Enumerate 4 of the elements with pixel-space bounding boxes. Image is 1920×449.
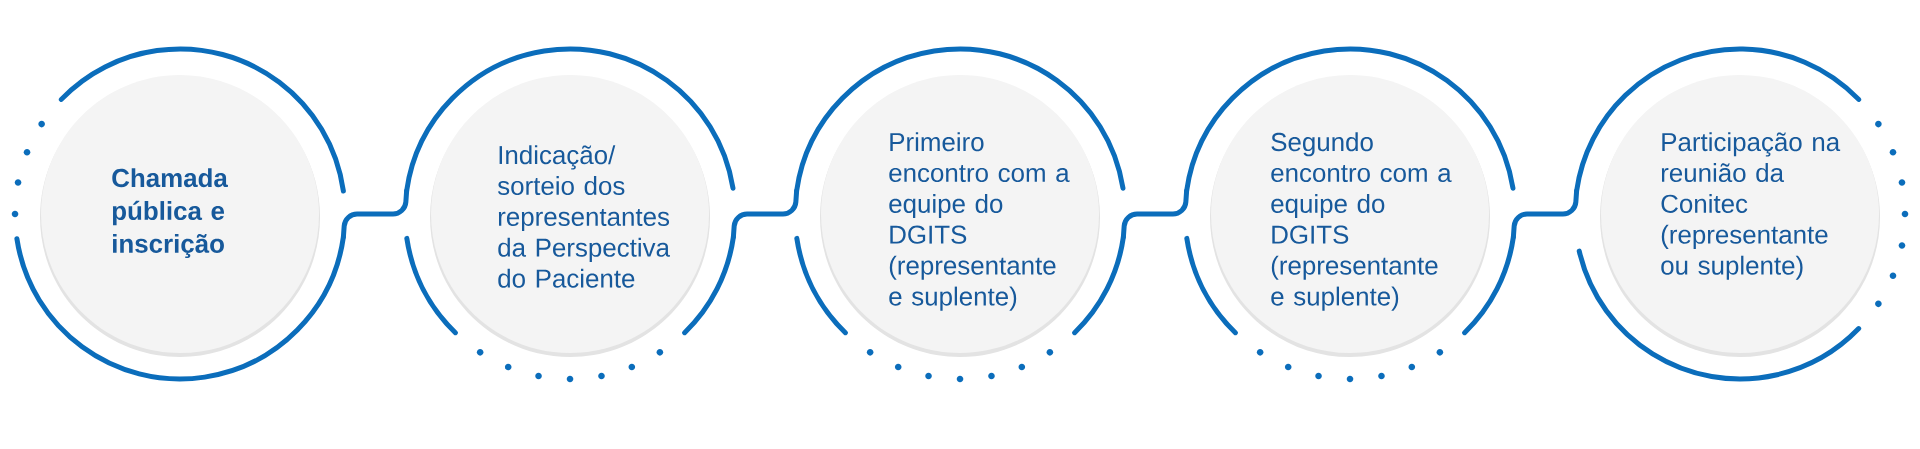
connector-line (1120, 188, 1190, 240)
connector-line (730, 188, 800, 240)
connector-line (340, 188, 410, 240)
connector-line (1510, 188, 1580, 240)
